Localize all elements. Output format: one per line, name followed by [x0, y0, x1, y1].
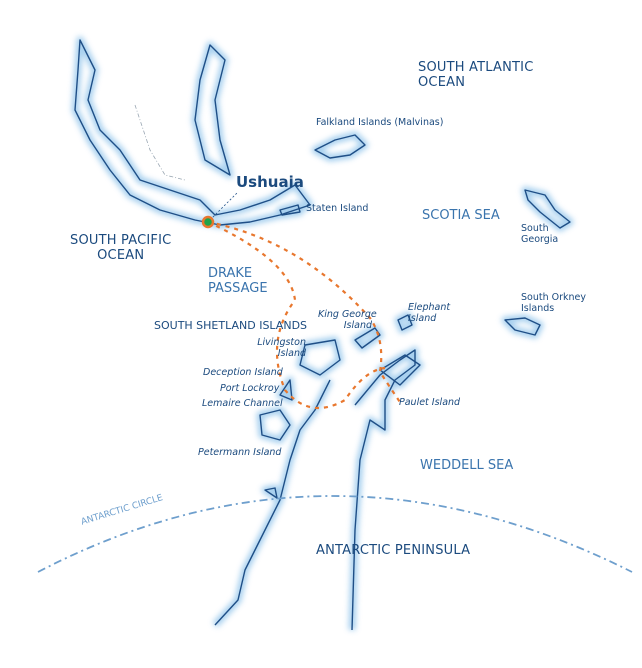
label-falklands: Falkland Islands (Malvinas): [316, 117, 444, 128]
label-deception-island: Deception Island: [203, 367, 283, 378]
ushuaia-pointer: [209, 191, 239, 221]
antarctic-circle: [37, 495, 633, 573]
border-line: [134, 104, 186, 181]
label-port-lockroy: Port Lockroy: [220, 383, 280, 394]
label-ushuaia: Ushuaia: [236, 173, 304, 191]
ushuaia-port-marker: [201, 215, 215, 229]
label-petermann-island: Petermann Island: [198, 447, 282, 458]
label-antarctic-peninsula: ANTARCTIC PENINSULA: [316, 543, 471, 558]
label-staten-island: Staten Island: [306, 203, 369, 214]
label-south-shetland: SOUTH SHETLAND ISLANDS: [154, 319, 308, 332]
label-weddell-sea: WEDDELL SEA: [420, 458, 514, 473]
label-lemaire-channel: Lemaire Channel: [202, 398, 283, 409]
route: [207, 220, 403, 410]
coastlines: [71, 36, 574, 631]
label-paulet-island: Paulet Island: [399, 397, 461, 408]
label-scotia-sea: SCOTIA SEA: [422, 208, 500, 223]
